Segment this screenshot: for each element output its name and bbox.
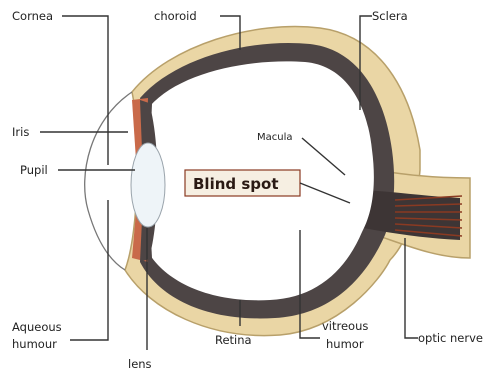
label-lens: lens (128, 357, 152, 371)
label-aqueous-1: Aqueous (12, 320, 62, 334)
label-blind-spot: Blind spot (193, 175, 279, 193)
label-retina: Retina (215, 333, 252, 347)
ciliary-body-upper (140, 100, 152, 150)
label-cornea: Cornea (12, 9, 53, 23)
lens-shape (131, 143, 165, 227)
label-iris: Iris (12, 125, 29, 139)
label-pupil: Pupil (20, 163, 48, 177)
label-sclera: Sclera (372, 9, 408, 23)
label-aqueous-2: humour (12, 337, 57, 351)
label-optic-nerve: optic nerve (418, 331, 483, 345)
label-choroid: choroid (154, 9, 197, 23)
label-macula: Macula (257, 132, 293, 143)
label-vitreous-2: humor (326, 337, 364, 351)
label-vitreous-1: vitreous (322, 319, 368, 333)
